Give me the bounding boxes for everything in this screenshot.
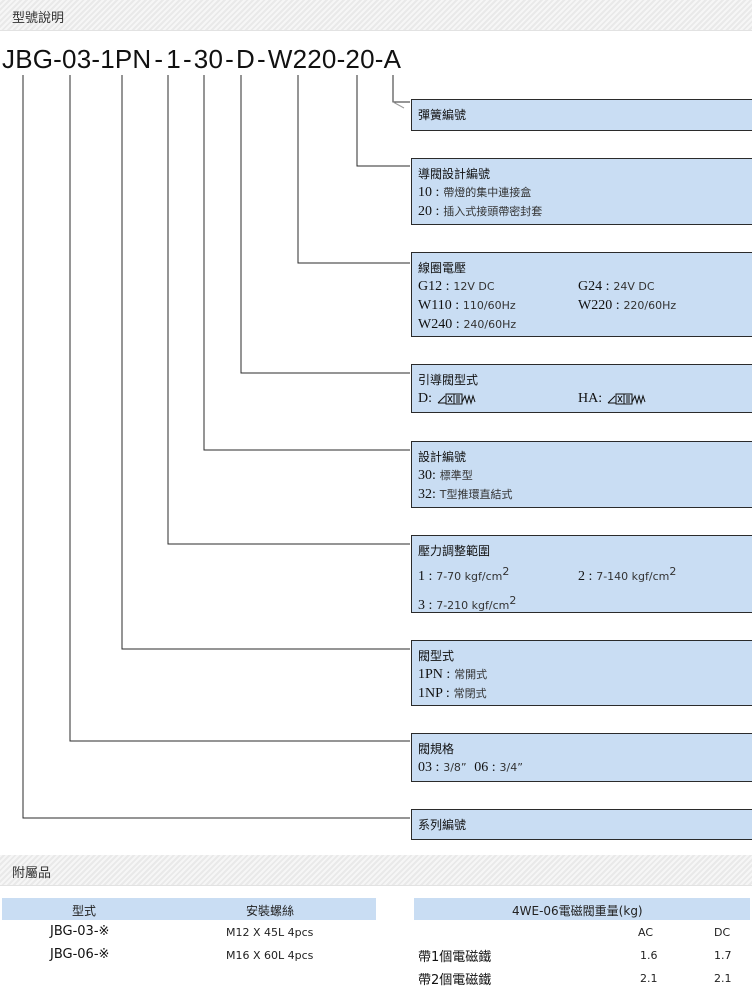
- accessories-table-body: JBG-03-※ M12 X 45L 4pcs JBG-06-※ M16 X 6…: [2, 924, 376, 984]
- model-sep: -: [91, 44, 101, 74]
- valve-symbol-ha-icon: [607, 393, 646, 405]
- model-part-pressure: 1: [166, 44, 181, 74]
- box-series-number: 系列編號: [411, 809, 752, 840]
- col-header-model: 型式: [72, 904, 97, 918]
- accessories-table-header: 型式 安裝螺絲: [2, 898, 376, 920]
- box-title: 彈簧編號: [418, 108, 467, 122]
- option-code: 3 :: [418, 598, 433, 613]
- weight-table-header: 4WE-06電磁閥重量(kg): [414, 898, 750, 920]
- option-code: 1PN :: [418, 667, 451, 682]
- model-sep: -: [374, 44, 384, 74]
- cell-label: 帶2個電磁鐵: [418, 973, 492, 988]
- box-valve-size: 閥規格 03 : 3/8” 06 : 3/4”: [411, 733, 752, 782]
- section-header-model-explanation: 型號說明: [0, 0, 752, 31]
- option-code: G12 :: [418, 279, 450, 294]
- option-desc: 插入式接頭帶密封套: [443, 205, 543, 218]
- option-desc: 12V DC: [453, 280, 495, 293]
- option-code: 1NP :: [418, 686, 450, 701]
- option-desc: 240/60Hz: [463, 318, 517, 331]
- option-code: D:: [418, 391, 432, 406]
- option-code: 1 :: [418, 569, 433, 584]
- option-desc: 7-210 kgf/cm: [436, 599, 510, 612]
- option-desc: 7-70 kgf/cm: [436, 570, 503, 583]
- model-code: JBG-03-1PN-1-30-D-W220-20-A: [2, 44, 401, 75]
- option-desc: 7-140 kgf/cm: [596, 570, 670, 583]
- valve-symbol-d-icon: [437, 393, 476, 405]
- model-sep: -: [182, 44, 192, 74]
- option-desc: 24V DC: [613, 280, 655, 293]
- model-sep: -: [336, 44, 346, 74]
- option-desc: 3/4”: [499, 761, 523, 774]
- option-code: 10 :: [418, 185, 440, 200]
- box-title: 閥型式: [418, 649, 455, 663]
- cell-model: JBG-06-※: [50, 947, 110, 962]
- option-desc: 220/60Hz: [623, 299, 677, 312]
- option-desc: 常閉式: [453, 687, 487, 700]
- option-desc: T型推環直結式: [439, 488, 513, 501]
- cell-ac: 2.1: [640, 972, 658, 985]
- option-desc: 常開式: [454, 668, 488, 681]
- option-code: 20 :: [418, 204, 440, 219]
- box-title: 設計編號: [418, 450, 467, 464]
- box-title: 系列編號: [418, 818, 467, 832]
- model-part-design: 30: [193, 44, 224, 74]
- superscript: 2: [669, 565, 677, 578]
- superscript: 2: [502, 565, 510, 578]
- weight-table-title: 4WE-06電磁閥重量(kg): [512, 904, 643, 918]
- box-title: 引導閥型式: [418, 373, 479, 387]
- model-part-voltage: W220: [267, 44, 337, 74]
- option-code: 06 :: [474, 760, 496, 775]
- option-code: 32:: [418, 487, 436, 502]
- option-code: W110 :: [418, 298, 460, 313]
- model-part-pilot: D: [235, 44, 255, 74]
- box-pressure-range: 壓力調整範圍 1 : 7-70 kgf/cm2 2 : 7-140 kgf/cm…: [411, 535, 752, 613]
- option-code: G24 :: [578, 279, 610, 294]
- cell-dc: 1.7: [714, 949, 732, 962]
- col-header-screw: 安裝螺絲: [246, 904, 295, 918]
- box-design-number: 設計編號 30: 標準型 32: T型推環直結式: [411, 441, 752, 508]
- box-title: 閥規格: [418, 742, 455, 756]
- box-title: 導閥設計編號: [418, 167, 491, 181]
- model-part-type: 1PN: [100, 44, 152, 74]
- box-spring-number: 彈簧編號: [411, 99, 752, 131]
- cell-ac: 1.6: [640, 949, 658, 962]
- option-code: 2 :: [578, 569, 593, 584]
- model-sep: -: [256, 44, 266, 74]
- col-header-ac: AC: [638, 926, 654, 939]
- section-header-accessories: 附屬品: [0, 855, 752, 886]
- model-part-size: 03: [62, 44, 92, 74]
- model-sep: -: [225, 44, 234, 74]
- box-title: 線圈電壓: [418, 261, 467, 275]
- cell-screw: M12 X 45L 4pcs: [226, 926, 314, 939]
- cell-screw: M16 X 60L 4pcs: [226, 949, 314, 962]
- box-valve-type: 閥型式 1PN : 常開式 1NP : 常閉式: [411, 640, 752, 706]
- model-sep: -: [53, 44, 63, 74]
- option-desc: 帶燈的集中連接盒: [443, 186, 532, 199]
- option-code: 30:: [418, 468, 436, 483]
- box-pilot-valve-type: 引導閥型式 D: HA:: [411, 364, 752, 413]
- model-part-spring: A: [383, 44, 402, 74]
- model-part-wiring: 20: [345, 44, 375, 74]
- col-header-dc: DC: [714, 926, 731, 939]
- superscript: 2: [509, 594, 517, 607]
- option-code: HA:: [578, 391, 603, 406]
- cell-label: 帶1個電磁鐵: [418, 950, 492, 965]
- option-desc: 110/60Hz: [462, 299, 516, 312]
- box-title: 壓力調整範圍: [418, 544, 491, 558]
- connector-lines: [22, 75, 410, 819]
- box-coil-voltage: 線圈電壓 G12 : 12V DC G24 : 24V DC W110 : 11…: [411, 252, 752, 337]
- cell-dc: 2.1: [714, 972, 732, 985]
- box-pilot-design-number: 導閥設計編號 10 : 帶燈的集中連接盒 20 : 插入式接頭帶密封套: [411, 158, 752, 225]
- weight-table-body: AC DC 帶1個電磁鐵 1.6 1.7 帶2個電磁鐵 2.1 2.1: [414, 924, 752, 992]
- option-code: W220 :: [578, 298, 620, 313]
- option-code: W240 :: [418, 317, 460, 332]
- model-part-series: JBG: [2, 44, 54, 74]
- option-desc: 3/8”: [443, 761, 467, 774]
- section-title: 附屬品: [12, 866, 52, 881]
- option-desc: 標準型: [439, 469, 473, 482]
- section-title: 型號說明: [12, 11, 65, 26]
- option-code: 03 :: [418, 760, 440, 775]
- model-sep: -: [154, 44, 164, 74]
- cell-model: JBG-03-※: [50, 924, 110, 939]
